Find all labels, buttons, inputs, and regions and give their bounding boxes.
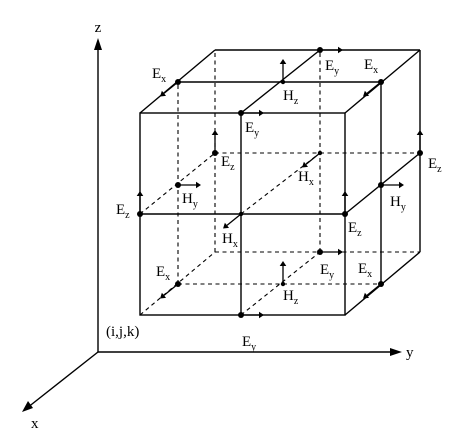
ez-arrowhead <box>136 191 144 196</box>
hy-arrowhead <box>399 181 404 189</box>
ex-arrow <box>163 81 179 94</box>
hy-arrowhead <box>196 181 201 189</box>
hx-node-dot <box>238 211 244 217</box>
ex-arrowhead <box>363 292 370 299</box>
ez-label: Ez <box>428 156 442 175</box>
x-axis <box>26 351 99 409</box>
hz-node-dot <box>280 79 286 85</box>
y-axis-label: y <box>406 345 414 361</box>
hx-label: Hx <box>222 231 238 250</box>
hidden-bottom-mid-x <box>240 251 321 316</box>
ez-arrowhead <box>341 191 349 196</box>
z-axis-label: z <box>95 20 102 36</box>
ex-label: Ex <box>358 261 372 280</box>
x-axis-label: x <box>31 416 39 432</box>
hy-node-dot <box>175 182 181 188</box>
hz-label: Hz <box>283 88 299 107</box>
ex-arrowhead <box>363 90 370 97</box>
ex-node-dot <box>378 79 384 85</box>
hx-node-dot <box>317 150 323 156</box>
ex-label: Ex <box>152 66 166 85</box>
top-mid-x-line <box>240 49 321 114</box>
hx-arrowhead <box>223 222 230 229</box>
hz-node-dot <box>280 281 286 287</box>
ey-node-dot <box>238 110 244 116</box>
hy-node-dot <box>378 182 384 188</box>
ex-node-dot <box>175 79 181 85</box>
ex-arrowhead <box>160 90 167 97</box>
ey-arrowhead <box>338 248 343 256</box>
ey-label: Ey <box>325 58 339 77</box>
ez-label: Ez <box>221 154 235 173</box>
ey-node-dot <box>238 312 244 318</box>
ez-arrowhead <box>416 130 424 135</box>
ez-arrowhead <box>211 130 219 135</box>
ez-label: Ez <box>116 202 130 221</box>
ex-label: Ex <box>156 264 170 283</box>
origin-index-label: (i,j,k) <box>106 324 139 340</box>
ex-arrowhead <box>160 292 167 299</box>
ex-label: Ex <box>364 57 378 76</box>
field-arrows <box>136 46 424 319</box>
ey-node-dot <box>317 47 323 53</box>
x-axis-arrowhead <box>22 401 33 412</box>
ey-arrowhead <box>259 311 264 319</box>
hx-label: Hx <box>298 169 314 188</box>
hx-arrow <box>226 213 242 226</box>
ey-label: Ey <box>242 334 256 353</box>
z-axis-arrowhead <box>94 38 102 50</box>
ex-node-dot <box>378 281 384 287</box>
ex-arrow <box>366 81 382 94</box>
ez-node-dot <box>342 211 348 217</box>
ey-label: Ey <box>245 120 259 139</box>
ex-node-dot <box>175 281 181 287</box>
ez-node-dot <box>137 211 143 217</box>
ez-label: Ez <box>348 220 362 239</box>
ex-arrow <box>366 283 382 296</box>
ey-arrowhead <box>259 109 264 117</box>
ey-node-dot <box>317 249 323 255</box>
ez-node-dot <box>417 150 423 156</box>
ey-label: Ey <box>320 262 334 281</box>
cube-edges <box>139 49 421 316</box>
y-axis-arrowhead <box>390 348 402 356</box>
ex-arrow <box>163 283 179 296</box>
hidden-edges <box>139 50 420 316</box>
hz-label: Hz <box>283 288 299 307</box>
hy-label: Hy <box>390 194 406 213</box>
hz-arrowhead <box>279 59 287 64</box>
hy-label: Hy <box>182 191 198 210</box>
coordinate-axes: z y x <box>22 20 414 432</box>
ez-node-dot <box>212 150 218 156</box>
hz-arrowhead <box>279 261 287 266</box>
hx-arrowhead <box>302 161 309 168</box>
ey-arrowhead <box>338 46 343 54</box>
hx-arrow <box>305 152 321 165</box>
